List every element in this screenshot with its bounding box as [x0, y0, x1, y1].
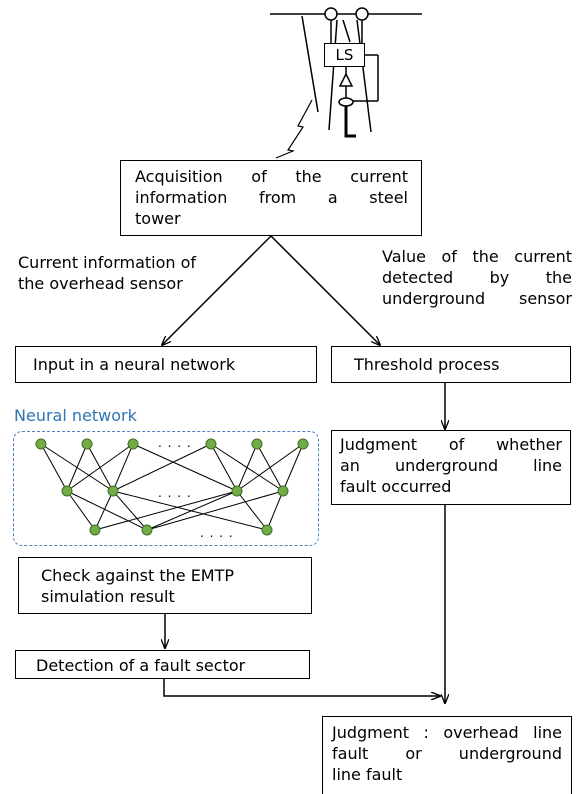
nn-edge	[146, 490, 284, 531]
fault-sector-box: Detection of a fault sector	[15, 650, 310, 679]
acquisition-line-1: Acquisition of the current	[135, 167, 408, 186]
right-branch-line-3: underground sensor	[382, 289, 572, 308]
nn-edge	[146, 490, 238, 531]
nn-input-box: Input in a neural network	[15, 346, 317, 383]
nn-edge	[266, 490, 284, 531]
left-branch-line-1: Current information of	[18, 253, 197, 272]
acquisition-line-3: tower	[135, 209, 181, 228]
nn-edge	[236, 490, 268, 531]
nn-node-input	[251, 438, 263, 450]
nn-node-input	[81, 438, 93, 450]
nn-edge	[210, 443, 238, 492]
neural-network-title: Neural network	[14, 406, 137, 425]
nn-edge	[112, 443, 212, 492]
neural-network-graph	[35, 438, 309, 536]
nn-edge	[112, 443, 134, 492]
acquisition-line-2: information from a steel	[135, 188, 408, 207]
left-branch-line-2: the overhead sensor	[18, 274, 183, 293]
nn-edge	[282, 443, 304, 492]
nn-dots-middle: . . . .	[158, 486, 192, 500]
nn-node-output	[89, 524, 101, 536]
underground-judgment-box: Judgment of whether an underground line …	[331, 430, 571, 505]
nn-edge	[66, 443, 134, 492]
arrow-to-threshold	[270, 235, 380, 345]
underground-judgment-line-3: fault occurred	[340, 477, 452, 496]
nn-dots-bottom: . . . .	[200, 526, 234, 540]
nn-edge	[40, 443, 68, 492]
threshold-box: Threshold process	[331, 346, 571, 383]
nn-node-hidden	[61, 485, 73, 497]
emtp-line-2: simulation result	[41, 587, 175, 606]
steel-tower-sketch	[270, 7, 422, 159]
nn-node-input	[205, 438, 217, 450]
final-line-3: line fault	[332, 765, 403, 784]
nn-node-output	[261, 524, 273, 536]
final-line-1: Judgment : overhead line	[332, 723, 562, 742]
nn-edge	[112, 490, 268, 531]
nn-edge	[132, 443, 238, 492]
right-branch-label: Value of the current detected by the und…	[382, 246, 572, 309]
nn-edge	[112, 490, 148, 531]
underground-judgment-line-2: an underground line	[340, 456, 562, 475]
nn-node-input	[35, 438, 47, 450]
nn-node-hidden	[107, 485, 119, 497]
left-branch-label: Current information of the overhead sens…	[18, 252, 238, 294]
right-branch-line-2: detected by the	[382, 268, 572, 287]
nn-edge	[94, 490, 114, 531]
underground-judgment-line-1: Judgment of whether	[340, 435, 562, 454]
arrow-to-nn-input	[162, 235, 272, 345]
nn-edge	[66, 490, 96, 531]
nn-dots-top: . . . .	[158, 436, 192, 450]
nn-node-hidden	[277, 485, 289, 497]
nn-node-input	[127, 438, 139, 450]
nn-edge	[66, 490, 148, 531]
acquisition-box: Acquisition of the current information f…	[120, 160, 422, 236]
nn-edge	[236, 443, 304, 492]
nn-node-input	[297, 438, 309, 450]
neural-network-frame	[13, 431, 319, 546]
nn-node-output	[141, 524, 153, 536]
right-branch-line-1: Value of the current	[382, 247, 572, 266]
nn-edge	[66, 443, 88, 492]
emtp-check-box: Check against the EMTP simulation result	[18, 557, 312, 614]
arrow-left-to-final	[163, 678, 440, 696]
nn-edge	[94, 490, 238, 531]
line-sensor-box: LS	[324, 43, 365, 67]
final-line-2: fault or underground	[332, 744, 562, 763]
final-judgment-box: Judgment : overhead line fault or underg…	[322, 716, 572, 794]
nn-edge	[236, 443, 258, 492]
emtp-line-1: Check against the EMTP	[41, 566, 235, 585]
nn-node-hidden	[231, 485, 243, 497]
